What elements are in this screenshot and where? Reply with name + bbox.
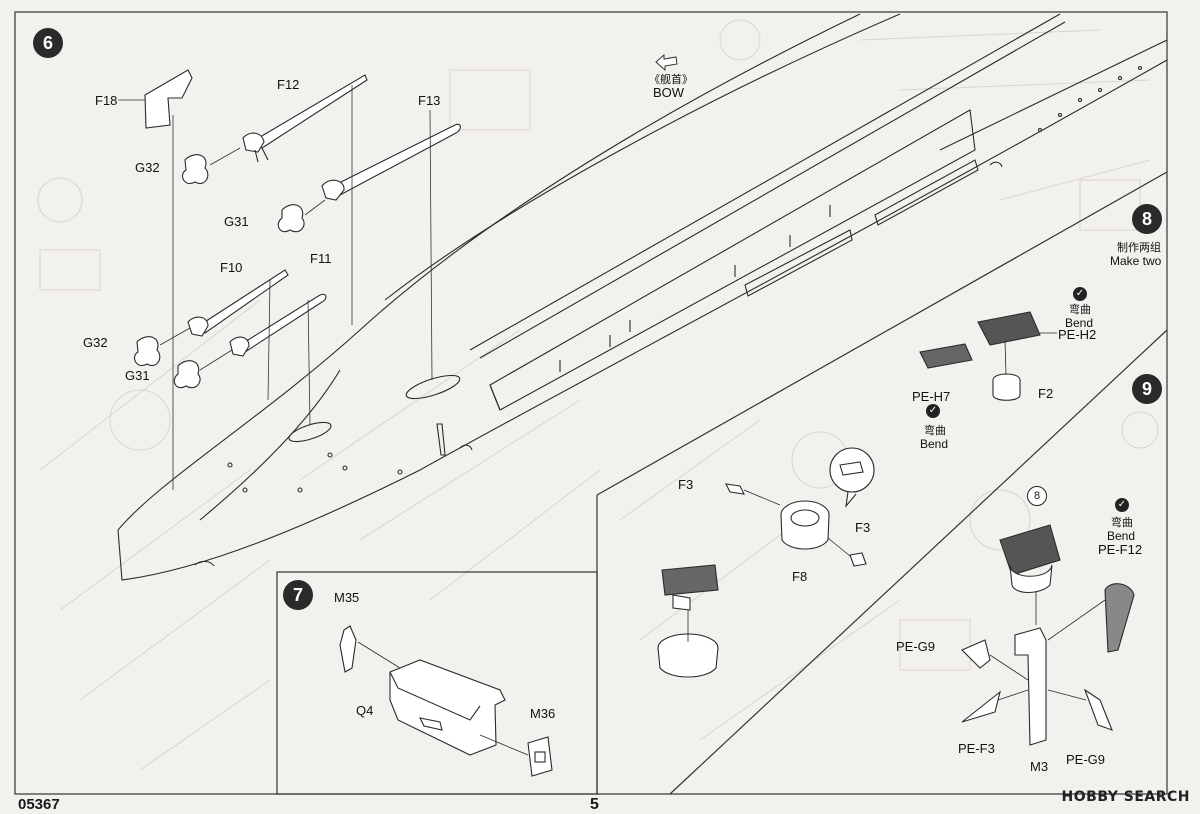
bend-icon-pe-f12: ✓ [1115,498,1129,512]
bow-label-cn: 《舰首》 [649,74,693,86]
part-label-f3-right: F3 [855,520,871,535]
bend-label-cn-pe-h7: 弯曲 [924,425,946,437]
step-9-badge: 9 [1132,374,1162,404]
step-8-badge: 8 [1132,204,1162,234]
ghost-lines [37,19,1159,771]
bend-label-en-pe-h7: Bend [920,437,949,451]
part-label-g32-upper: G32 [135,160,160,175]
part-label-f10: F10 [220,260,243,275]
part-label-pe-g9-upper: PE-G9 [896,639,936,654]
part-label-m35: M35 [334,590,360,605]
make-two-en: Make two [1110,254,1162,268]
part-label-m36: M36 [530,706,556,721]
part-label-g31-lower: G31 [125,368,150,383]
bend-icon-pe-h2: ✓ [1073,287,1087,301]
step9-parts [657,447,1135,746]
part-label-pe-f12: PE-F12 [1098,542,1143,557]
bend-label-en-pe-f12: Bend [1107,529,1136,543]
part-label-f11: F11 [310,251,332,266]
part-label-f3-left: F3 [678,477,694,492]
part-label-f2: F2 [1038,386,1054,401]
step7-parts [339,625,553,777]
part-label-pe-h7: PE-H7 [912,389,951,404]
step7-frame [276,571,598,795]
part-label-g31-upper: G31 [224,214,249,229]
bend-label-cn-pe-h2: 弯曲 [1069,304,1091,316]
page-frame [14,11,1168,795]
bow-label-en: BOW [653,85,685,100]
watermark: HOBBY SEARCH [1061,789,1190,805]
guide-lines [118,85,433,490]
make-two-cn: 制作两组 [1117,242,1161,254]
step-6-badge: 6 [33,28,63,58]
part-label-m3: M3 [1030,759,1049,774]
bend-label-en-pe-h2: Bend [1065,316,1094,330]
page-number: 5 [590,796,599,813]
bend-label-cn-pe-f12: 弯曲 [1111,517,1133,529]
part-label-q4: Q4 [356,703,374,718]
step-7-badge: 7 [283,580,313,610]
hull-drawing [117,13,1168,581]
bend-icon-pe-h7: ✓ [926,404,940,418]
part-label-pe-h2: PE-H2 [1058,327,1097,342]
product-code: 05367 [18,796,60,813]
divider-step6-step8 [596,171,1168,496]
bow-arrow-icon [655,53,678,72]
part-label-f8: F8 [792,569,808,584]
part-label-f13: F13 [418,93,441,108]
step8-parts [919,311,1057,401]
part-label-pe-f3: PE-F3 [958,741,995,756]
divider-step8-step9 [669,329,1168,795]
rudder-propeller-parts [134,69,461,389]
part-label-f18: F18 [95,93,118,108]
part-label-g32-lower: G32 [83,335,108,350]
part-label-pe-g9-lower: PE-G9 [1066,752,1106,767]
part-label-f12: F12 [277,77,300,92]
ref-step-8-marker: 8 [1027,486,1047,506]
